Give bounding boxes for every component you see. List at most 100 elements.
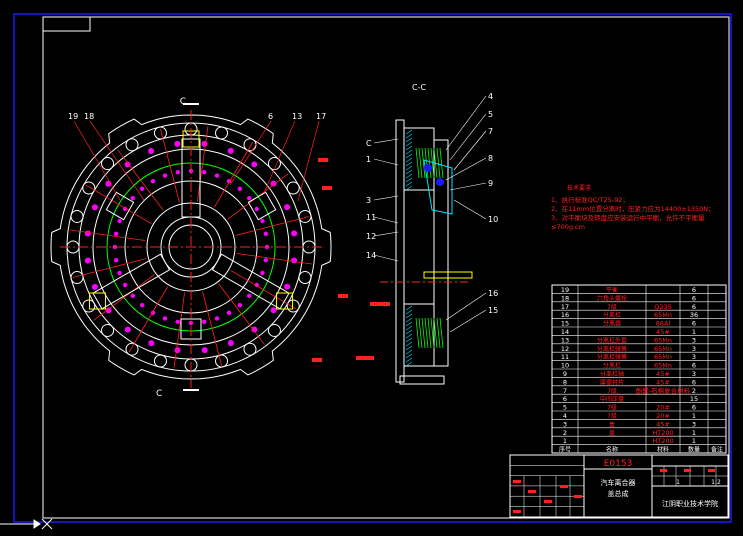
rivet-dot	[263, 257, 269, 263]
side-tag	[322, 186, 332, 190]
hatch	[405, 341, 413, 347]
leader-line	[453, 199, 487, 220]
grid-mark	[528, 490, 536, 493]
bom-cell-no: 11	[561, 353, 569, 361]
leader-line	[229, 120, 272, 186]
spring-hole	[153, 354, 167, 368]
bom-cell-name: 六角头螺栓	[597, 294, 627, 302]
bom-cell-material: HT200	[652, 429, 673, 437]
sheet-mark	[660, 469, 667, 472]
clutch-outer-rim	[50, 114, 332, 380]
bom-cell-name: 7级	[607, 387, 617, 395]
bom-cell-material: 45#	[656, 370, 670, 378]
leader-line	[373, 138, 399, 144]
hatch	[405, 357, 413, 363]
bom-cell-no: 14	[561, 328, 569, 336]
spring-coil	[430, 147, 435, 179]
rivet-dot	[162, 173, 168, 178]
bom-cell-material: 45#	[656, 328, 670, 336]
bom-cell-name: 分离杠	[603, 362, 621, 370]
rivet-dot	[139, 303, 145, 308]
radial-line	[160, 128, 180, 203]
tech-req-line: 3、对平衡块及转盘应安装运行中平衡，允许不平衡量	[551, 213, 705, 222]
bom-cell-qty: 15	[690, 395, 698, 403]
section-callout-left: 14	[366, 251, 376, 260]
section-callout-right: 10	[488, 215, 498, 224]
tech-req-line: ≤700g.cm	[551, 223, 585, 231]
cover-wall	[433, 139, 449, 367]
leader-line	[373, 231, 399, 237]
bom-cell-material: 65Mn	[654, 336, 672, 344]
spring-hole	[298, 271, 312, 285]
bom-cell-name: 分离器	[603, 320, 621, 328]
spring-coil	[421, 317, 426, 349]
tech-req-title: 技术要求	[567, 184, 591, 192]
bom-cell-material: 20#	[656, 404, 670, 412]
bom-cell-no: 3	[563, 420, 567, 428]
bom-cell-qty: 3	[692, 336, 696, 344]
bom-cell-qty: 3	[692, 370, 696, 378]
bom-cell-material: 20#	[656, 412, 670, 420]
bom-cell-qty: 2	[692, 387, 696, 395]
pressure-point	[148, 147, 155, 154]
grid-mark	[544, 500, 552, 503]
spring-hole	[125, 138, 139, 152]
section-callout-left: 3	[366, 196, 371, 205]
spring-coil	[439, 147, 444, 179]
pressure-point	[251, 326, 258, 333]
radial-line	[173, 292, 185, 368]
outer-frame	[13, 13, 732, 523]
cover-base	[399, 375, 445, 385]
front-callout-top: 13	[292, 112, 302, 121]
leader-line	[297, 120, 320, 202]
hatch	[405, 325, 413, 331]
spring-hole	[153, 126, 167, 140]
spring-coil	[415, 147, 420, 179]
rivet-dot	[175, 319, 181, 325]
strap-block	[105, 191, 135, 221]
hatch	[405, 157, 413, 163]
hatch	[405, 349, 413, 355]
side-tag	[356, 356, 374, 360]
pressure-point	[105, 307, 112, 314]
pressure-point	[91, 283, 98, 290]
bom-cell-material: 86Al	[656, 320, 671, 328]
pressure-point	[84, 257, 91, 264]
bom-header-material: 材料	[657, 446, 669, 454]
sheet-mark	[684, 469, 691, 472]
spring-hole	[243, 342, 257, 356]
spring-hole	[298, 209, 312, 223]
strap-block	[247, 191, 277, 221]
leader-line	[89, 120, 145, 201]
grid-mark	[574, 495, 582, 498]
bom-cell-name: 分离杠外套	[597, 336, 627, 344]
leader-line	[449, 309, 487, 333]
bom-cell-no: 6	[563, 395, 567, 403]
pressure-point	[148, 340, 155, 347]
rivet-dot	[201, 169, 207, 175]
front-callout-top: 17	[316, 112, 326, 121]
radial-line	[93, 274, 155, 321]
bom-header-note: 备注	[711, 446, 723, 454]
leader-line	[373, 195, 399, 201]
hatch	[405, 165, 413, 171]
spring-coil	[415, 317, 420, 349]
lever-pin	[424, 164, 432, 172]
bom-cell-no: 16	[561, 311, 569, 319]
sheet-scale: 1:2	[711, 479, 721, 486]
spring-coil	[424, 317, 429, 349]
release-lever	[211, 253, 290, 310]
bom-cell-name: 分离杠弹簧	[597, 353, 627, 361]
pressure-point	[291, 230, 298, 237]
front-callout-left: 19	[68, 112, 78, 121]
bom-cell-no: 15	[561, 320, 569, 328]
spring-coil	[436, 147, 441, 179]
hatch	[405, 309, 413, 315]
rivet-dot	[214, 316, 220, 321]
section-callout-right: 9	[488, 179, 493, 188]
hatch	[405, 333, 413, 339]
bom-cell-no: 8	[563, 378, 567, 386]
bom-cell-qty: 1	[692, 437, 696, 445]
